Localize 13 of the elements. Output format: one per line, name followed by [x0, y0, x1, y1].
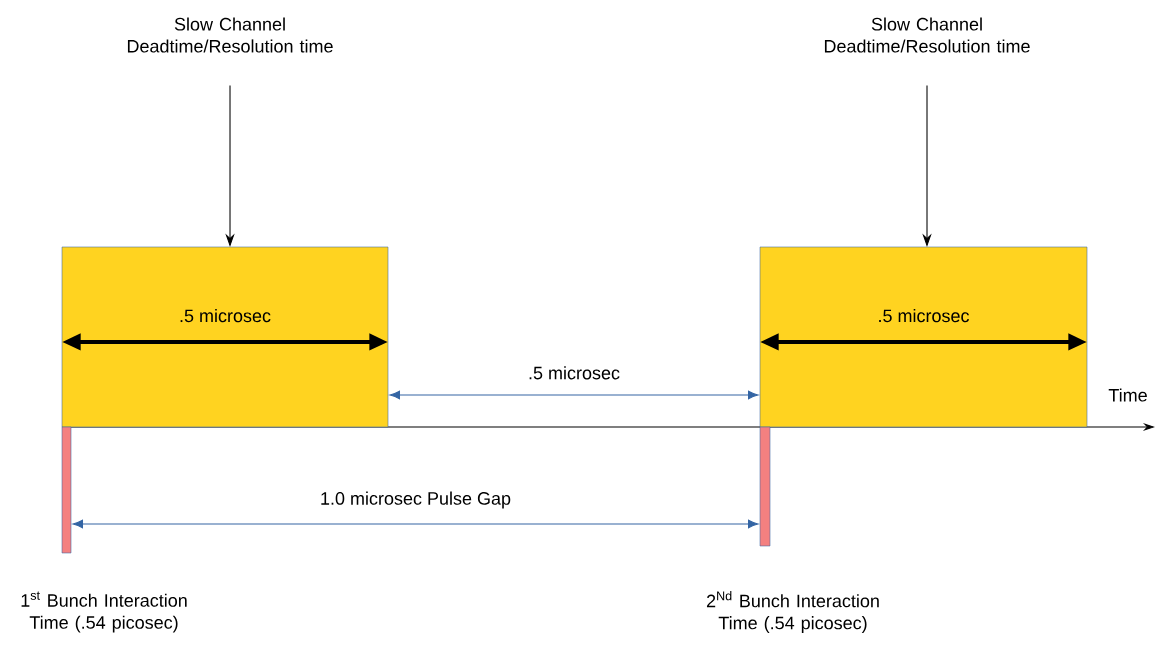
arrow	[389, 390, 759, 400]
heading-text: Slow Channel Deadtime/Resolution time	[824, 17, 1030, 53]
bunch-label: 1$^{st}$ Bunch Interaction Time (.54 picosec)	[21, 591, 187, 633]
heading-text: Slow Channel Deadtime/Resolution time	[127, 17, 333, 53]
deadtime-box: .5 microsec	[759, 246, 1088, 428]
bunch-bar	[759, 426, 771, 547]
edge-label: 1.0 microsec Pulse Gap	[321, 491, 511, 509]
axis-label: Time	[1108, 388, 1147, 402]
edge-label: .5 microsec	[529, 366, 620, 380]
deadtime-box: .5 microsec	[61, 246, 389, 428]
arrow	[72, 519, 759, 529]
bunch-bar	[61, 426, 72, 554]
bunch-label: 2$^{Nd}$ Bunch Interaction Time (.54 picosec)	[706, 591, 879, 633]
